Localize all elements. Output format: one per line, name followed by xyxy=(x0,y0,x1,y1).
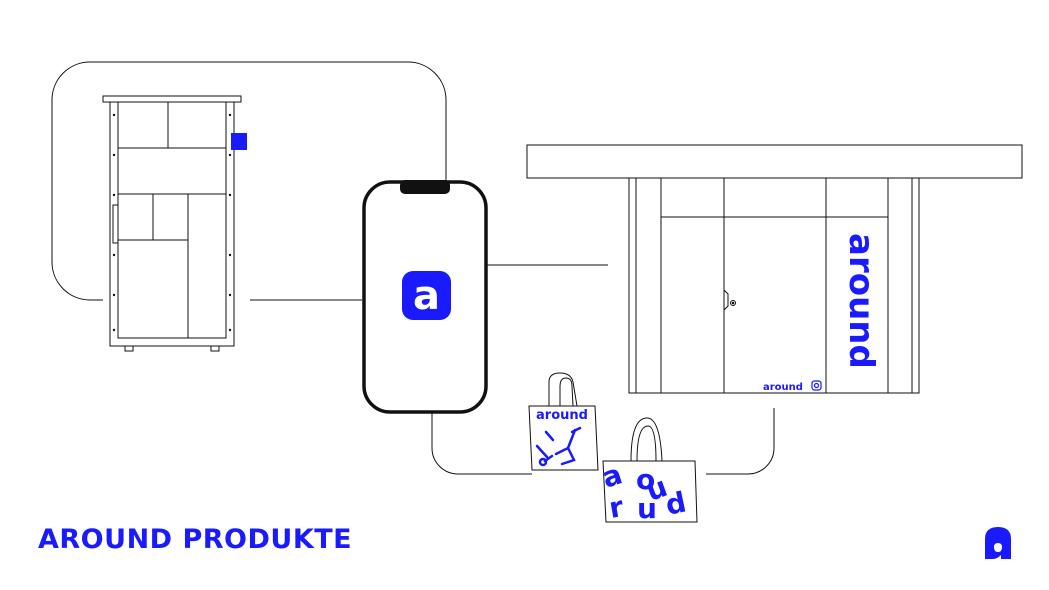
page-title: AROUND PRODUKTE xyxy=(38,524,353,555)
tote-bag-letters: a o n r u d xyxy=(598,417,698,525)
app-icon-letter: a xyxy=(413,273,440,319)
app-icon[interactable] xyxy=(402,271,451,320)
bag-letter-o: o xyxy=(636,463,655,496)
kiosk: around around xyxy=(526,144,1023,394)
bag-letter-u: u xyxy=(637,492,657,525)
bag-label: around xyxy=(536,408,588,423)
around-logo-icon xyxy=(985,527,1011,559)
tools-icon xyxy=(535,426,582,467)
tote-bag-tools: around xyxy=(528,372,599,471)
smartphone: a xyxy=(362,180,488,414)
storage-cabinet xyxy=(102,95,247,352)
bag-letter-r: r xyxy=(606,490,626,525)
instagram-icon xyxy=(811,380,822,391)
kiosk-door-label: around xyxy=(763,382,803,393)
cabinet-terminal xyxy=(231,133,247,150)
kiosk-sign: around xyxy=(841,233,881,369)
connector-lines xyxy=(51,61,775,475)
